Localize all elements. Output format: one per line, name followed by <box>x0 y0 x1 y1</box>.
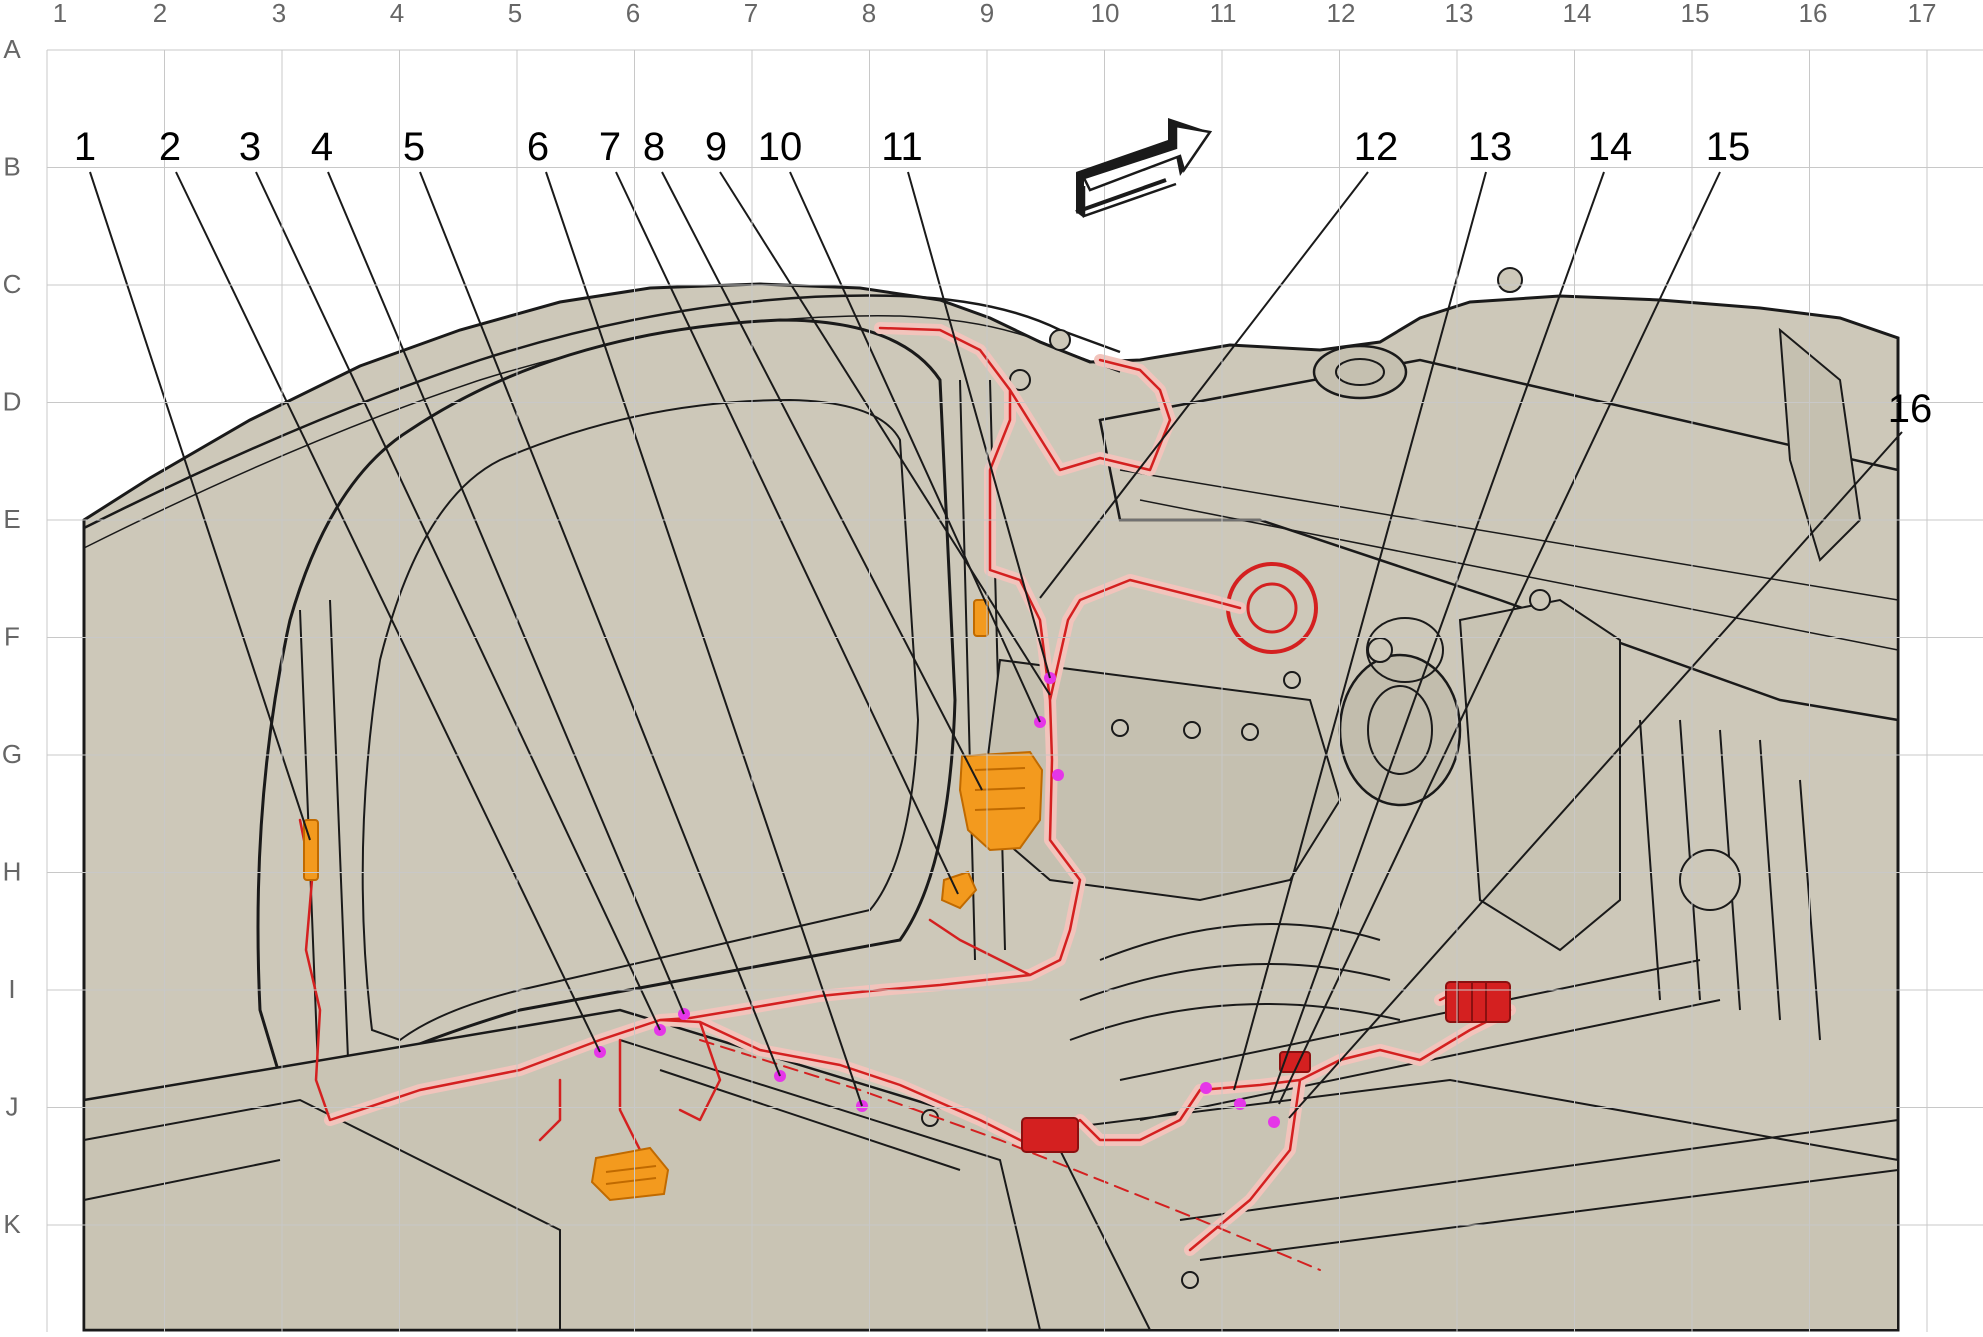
grid-column-label: 8 <box>862 0 876 28</box>
leader-line <box>907 171 1051 679</box>
cowl-rib-2 <box>1139 499 1899 651</box>
callout-leader-lines <box>89 171 1903 1119</box>
grid-row-label: B <box>3 152 20 182</box>
leader-line <box>89 171 311 841</box>
connector-marker-dot <box>1268 1116 1280 1128</box>
leader-line <box>419 171 781 1077</box>
grid-row-label: F <box>4 622 20 652</box>
forward-direction-arrow-icon <box>1075 118 1213 218</box>
roof-rail <box>83 294 1121 530</box>
body-control-module <box>958 750 1044 852</box>
side-impact-sensor <box>940 870 978 910</box>
callout-number: 1 <box>74 125 96 169</box>
grid-row-label: A <box>3 34 21 64</box>
grid-column-label: 13 <box>1445 0 1474 28</box>
grid-row-labels: A B C D E F G H I J K L <box>2 34 22 1337</box>
roof-connector <box>973 599 989 637</box>
harness-main <box>298 326 1512 1252</box>
center-tunnel <box>1048 1078 1899 1331</box>
grid-column-label: 3 <box>272 0 286 28</box>
grid-column-label: 9 <box>980 0 994 28</box>
wiring-harness <box>298 322 1516 1271</box>
grid-row-label: H <box>3 857 22 887</box>
grid-row-label: K <box>3 1209 21 1239</box>
callout-number: 7 <box>599 125 621 169</box>
wheelhouse-left <box>1338 653 1462 807</box>
grid-row-label: E <box>3 504 20 534</box>
connector-marker-dot <box>1052 769 1064 781</box>
callout-number: 5 <box>403 125 425 169</box>
grid-column-label: 10 <box>1091 0 1120 28</box>
reference-grid <box>46 49 1983 1332</box>
callout-number: 16 <box>1888 387 1933 431</box>
floor-crossmember-1 <box>83 1098 561 1330</box>
callout-number: 9 <box>705 125 727 169</box>
seat-connector-right <box>1445 981 1511 1023</box>
leader-line <box>1233 171 1487 1091</box>
components <box>303 599 1511 1202</box>
right-apron <box>1458 598 1621 952</box>
callout-number: 15 <box>1706 125 1751 169</box>
filler-neck-inner <box>1246 582 1298 634</box>
fastener-holes <box>921 267 1741 1289</box>
leader-line <box>327 171 685 1015</box>
grid-column-label: 1 <box>53 0 67 28</box>
connector-marker-dot <box>1234 1098 1246 1110</box>
grid-column-label: 17 <box>1908 0 1937 28</box>
leader-line <box>255 171 661 1031</box>
grid-column-label: 11 <box>1210 0 1237 28</box>
door-opening-inner <box>361 398 920 1042</box>
grid-column-label: 7 <box>744 0 758 28</box>
grid-row-label: G <box>2 739 22 769</box>
grid-column-label: 4 <box>390 0 404 28</box>
callout-number: 4 <box>311 125 333 169</box>
wheelhouse-left-inner <box>1367 685 1433 775</box>
callout-number: 8 <box>643 125 665 169</box>
callout-number: 2 <box>159 125 181 169</box>
leader-line <box>175 171 601 1053</box>
seat-connector-left <box>1021 1117 1079 1153</box>
cowl-rib-1 <box>1119 469 1899 601</box>
leader-line <box>661 171 983 791</box>
grid-column-label: 14 <box>1563 0 1592 28</box>
callout-number: 3 <box>239 125 261 169</box>
grid-row-label: I <box>8 974 15 1004</box>
callout-number: 11 <box>881 125 923 169</box>
leader-line <box>1039 171 1369 599</box>
leader-line <box>719 171 1051 696</box>
floor-module <box>590 1146 670 1202</box>
leader-line <box>615 171 959 895</box>
grid-column-label: 15 <box>1681 0 1710 28</box>
grid-row-label: L <box>5 1327 19 1333</box>
grid-column-label: 6 <box>626 0 640 28</box>
grid-row-label: C <box>3 269 22 299</box>
connector-marker-dot <box>1200 1082 1212 1094</box>
floor-ribs <box>1069 923 1401 1041</box>
callout-number: 12 <box>1354 125 1399 169</box>
grid-row-label: D <box>3 387 22 417</box>
callout-number: 13 <box>1468 125 1513 169</box>
callout-number: 6 <box>527 125 549 169</box>
floor-crossmember-2 <box>619 1039 1041 1331</box>
grid-column-label: 16 <box>1799 0 1828 28</box>
grid-column-label: 5 <box>508 0 522 28</box>
grid-column-label: 12 <box>1327 0 1356 28</box>
strut-dome-inner <box>1335 358 1385 386</box>
harness-floor-run <box>699 1039 1321 1271</box>
callout-number: 14 <box>1588 125 1633 169</box>
grid-row-label: J <box>6 1092 19 1122</box>
strut-dome <box>1312 344 1408 400</box>
leader-line <box>789 171 1041 723</box>
callout-number: 10 <box>758 125 803 169</box>
grid-column-label: 2 <box>153 0 167 28</box>
leader-line <box>1288 431 1903 1119</box>
leader-line <box>545 171 863 1107</box>
connector-markers <box>594 672 1280 1128</box>
